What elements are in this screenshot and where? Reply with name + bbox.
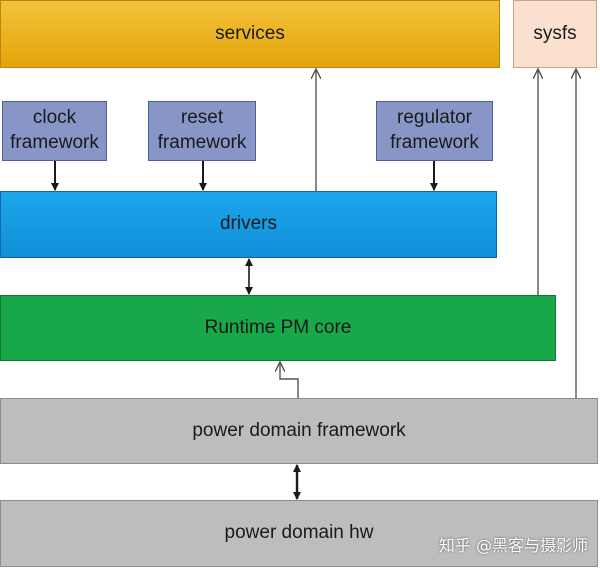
regulator-framework-box: regulator framework: [376, 101, 493, 161]
pdf-to-runtime-elbow-arrow: [280, 362, 299, 398]
clock-framework-label: clock framework: [10, 107, 99, 153]
power-domain-hw-label: power domain hw: [224, 522, 374, 544]
power-domain-framework-box: power domain framework: [0, 398, 598, 464]
drivers-label: drivers: [219, 213, 277, 235]
reset-framework-label: reset framework: [157, 107, 247, 153]
runtime-pm-core-label: Runtime PM core: [204, 316, 352, 338]
clock-framework-box: clock framework: [2, 101, 107, 161]
regulator-framework-label: regulator framework: [390, 107, 479, 153]
reset-framework-box: reset framework: [148, 101, 256, 161]
services-label: services: [215, 22, 285, 44]
power-domain-framework-label: power domain framework: [192, 419, 406, 441]
services-box: services: [0, 0, 500, 68]
watermark: 知乎 @黑客与摄影师: [438, 536, 588, 555]
drivers-box: drivers: [0, 191, 497, 258]
sysfs-box: sysfs: [513, 0, 597, 68]
sysfs-label: sysfs: [533, 22, 577, 44]
power-domain-hw-box: power domain hw: [0, 500, 598, 567]
